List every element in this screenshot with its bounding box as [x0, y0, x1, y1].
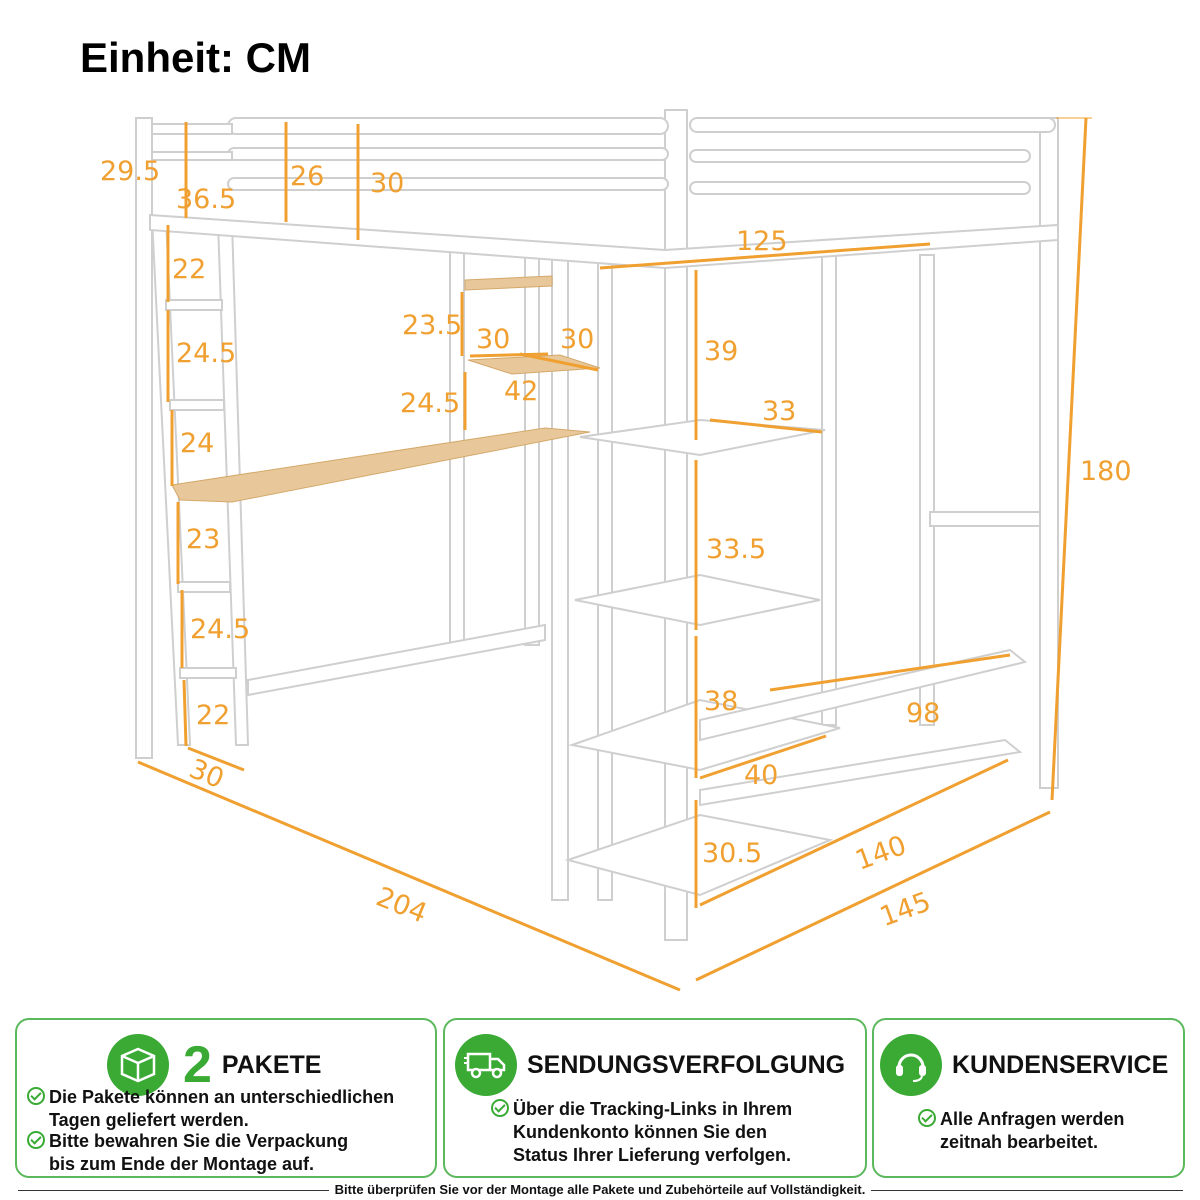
note-line: bis zum Ende der Montage auf. — [49, 1154, 315, 1174]
dim-label: 23 — [186, 524, 220, 555]
dim-label: 180 — [1080, 456, 1132, 487]
check-icon — [27, 1131, 45, 1149]
dim-label: 30.5 — [702, 838, 762, 869]
package-count: 2 — [183, 1036, 212, 1094]
footer-note: Bitte überprüfen Sie vor der Montage all… — [0, 1182, 1200, 1197]
dim-label: 98 — [906, 698, 940, 729]
headset-icon — [880, 1034, 942, 1096]
dim-label: 22 — [172, 254, 206, 285]
tracking-title: SENDUNGSVERFOLGUNG — [527, 1050, 846, 1079]
dim-label: 22 — [196, 700, 230, 731]
dim-label: 30 — [476, 324, 510, 355]
packages-note-1: Die Pakete können an unterschiedlichen T… — [27, 1086, 394, 1132]
package-box-icon — [107, 1034, 169, 1096]
note-line: Status Ihrer Lieferung verfolgen. — [513, 1145, 792, 1165]
dim-label: 26 — [290, 161, 324, 192]
note-line: zeitnah bearbeitet. — [940, 1132, 1099, 1152]
service-note: Alle Anfragen werden zeitnah bearbeitet. — [918, 1108, 1124, 1154]
dim-label: 30 — [560, 324, 594, 355]
page-title: Einheit: CM — [80, 34, 311, 81]
packages-header: 2 PAKETE — [107, 1034, 321, 1096]
service-title: KUNDENSERVICE — [952, 1050, 1169, 1079]
dim-label: 204 — [372, 882, 431, 930]
dim-label: 33 — [762, 396, 796, 427]
tracking-card: SENDUNGSVERFOLGUNG Über die Tracking-Lin… — [443, 1018, 867, 1178]
dim-label: 30 — [370, 168, 404, 199]
note-line: Kundenkonto können Sie den — [513, 1122, 768, 1142]
packages-title: PAKETE — [221, 1050, 322, 1079]
dim-label: 29.5 — [100, 156, 160, 187]
dim-label: 145 — [876, 886, 935, 933]
dim-label: 23.5 — [402, 310, 462, 341]
note-line: Bitte bewahren Sie die Verpackung — [49, 1131, 349, 1151]
delivery-truck-icon — [455, 1034, 517, 1096]
tracking-note: Über die Tracking-Links in Ihrem Kundenk… — [491, 1098, 792, 1167]
dim-label: 24.5 — [400, 388, 460, 419]
dim-label: 24.5 — [176, 338, 236, 369]
tracking-header: SENDUNGSVERFOLGUNG — [455, 1034, 845, 1096]
dim-label: 39 — [704, 336, 738, 367]
footer: Bitte überprüfen Sie vor der Montage all… — [0, 1180, 1200, 1200]
dim-label: 24 — [180, 428, 214, 459]
wood-desk — [171, 275, 601, 503]
loft-bed-diagram: 29.5 36.5 26 30 125 22 24.5 23.5 30 30 4… — [100, 109, 1132, 992]
packages-card: 2 PAKETE Die Pakete können an unterschie… — [15, 1018, 437, 1178]
check-icon — [918, 1109, 936, 1127]
dimension-lines — [137, 117, 1092, 992]
check-icon — [27, 1087, 45, 1105]
note-line: Alle Anfragen werden — [940, 1109, 1125, 1129]
dim-label: 24.5 — [190, 614, 250, 645]
note-line: Die Pakete können an unterschiedlichen — [49, 1087, 395, 1107]
dim-label: 125 — [736, 226, 788, 257]
bed-frame — [135, 109, 1059, 941]
service-header: KUNDENSERVICE — [880, 1034, 1168, 1096]
dim-label: 38 — [704, 686, 738, 717]
dim-label: 33.5 — [706, 534, 766, 565]
packages-note-2: Bitte bewahren Sie die Verpackung bis zu… — [27, 1130, 348, 1176]
note-line: Tagen geliefert werden. — [49, 1110, 249, 1130]
note-line: Über die Tracking-Links in Ihrem — [513, 1099, 793, 1119]
footer-text: Bitte überprüfen Sie vor der Montage all… — [328, 1182, 872, 1197]
dim-label: 140 — [851, 830, 910, 877]
service-card: KUNDENSERVICE Alle Anfragen werden zeitn… — [872, 1018, 1185, 1178]
dim-label: 36.5 — [176, 184, 236, 215]
check-icon — [491, 1099, 509, 1117]
dim-label: 42 — [504, 376, 538, 407]
dim-label: 40 — [744, 760, 778, 791]
dimension-labels: 29.5 36.5 26 30 125 22 24.5 23.5 30 30 4… — [100, 156, 1132, 933]
